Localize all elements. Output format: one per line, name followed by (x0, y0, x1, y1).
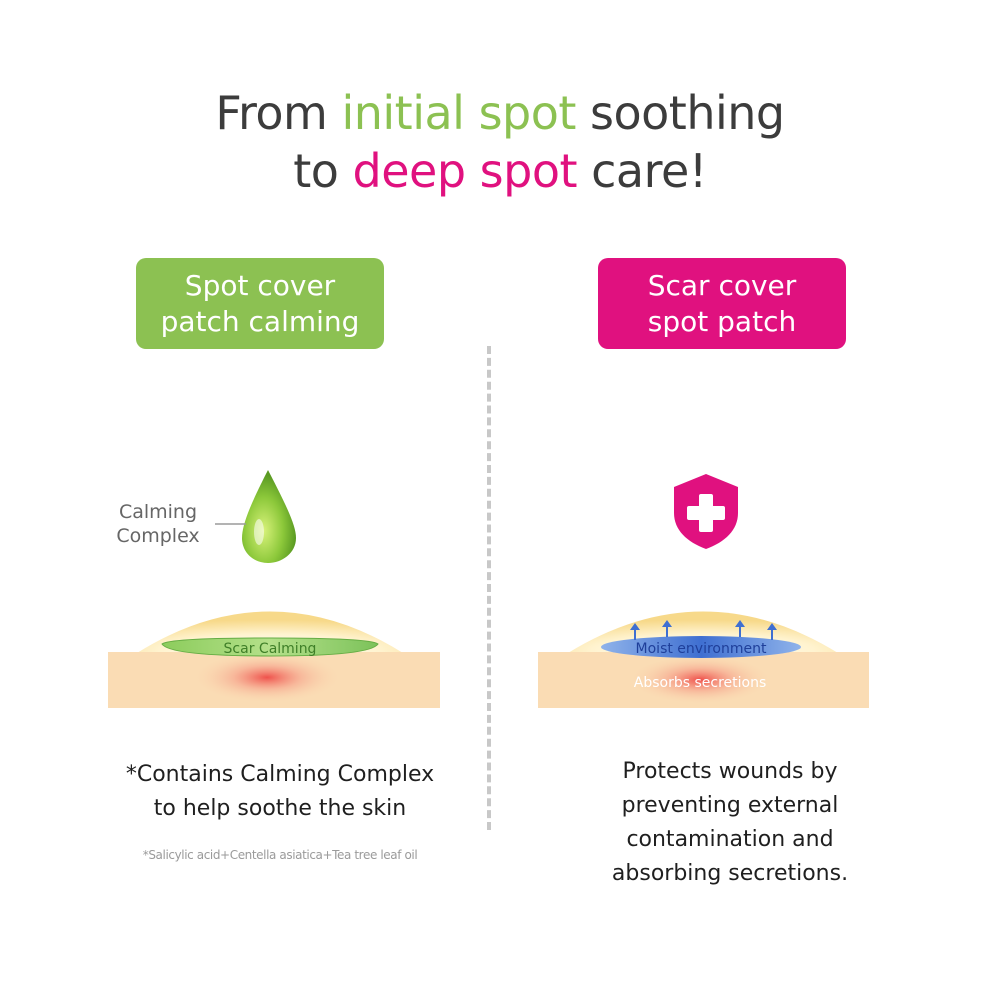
scar-cover-tag: Scar cover spot patch (598, 258, 846, 349)
upward-arrows-icon (630, 620, 777, 640)
description-line: absorbing secretions. (611, 861, 849, 886)
scar-patch-diagram: Moist environment Absorbs secretions (538, 611, 869, 708)
absorbs-secretions-label: Absorbs secretions (634, 675, 767, 691)
headline-text: to (293, 144, 353, 198)
description-line: *Contains Calming Complex (125, 762, 435, 787)
moist-layer (601, 636, 801, 658)
right-description: Protects wounds by preventing external c… (540, 755, 920, 891)
callout-line-2: Complex (116, 525, 200, 547)
left-description: *Contains Calming Complex to help soothe… (60, 758, 500, 826)
redness-spot (628, 657, 772, 707)
scar-calming-label: Scar Calming (224, 641, 317, 657)
callout-line-1: Calming (118, 501, 198, 523)
spot-patch-diagram: Scar Calming (108, 611, 440, 708)
tag-line: spot patch (647, 304, 797, 338)
description-line: Protects wounds by (622, 759, 838, 784)
shield-plus-icon (674, 474, 738, 549)
description-line: preventing external (621, 793, 839, 818)
calming-complex-callout: Calming Complex (108, 500, 208, 548)
redness-spot (192, 654, 342, 706)
ingredients-footnote: *Salicylic acid+Centella asiatica+Tea tr… (142, 848, 418, 862)
panel-divider (487, 346, 491, 830)
headline-line-2: to deep spot care! (0, 142, 1000, 200)
spot-cover-tag: Spot cover patch calming (136, 258, 384, 349)
tag-line: Scar cover (647, 268, 797, 302)
headline-line-1: From initial spot soothing (0, 84, 1000, 142)
calming-layer (161, 637, 379, 657)
headline-accent-green: initial spot (341, 86, 576, 140)
headline-accent-pink: deep spot (352, 144, 578, 198)
headline-text: From (215, 86, 342, 140)
tag-line: patch calming (160, 304, 360, 338)
description-line: to help soothe the skin (153, 796, 407, 821)
tag-line: Spot cover (184, 268, 336, 302)
headline-text: care! (577, 144, 707, 198)
moist-environment-label: Moist environment (636, 641, 767, 657)
headline-text: soothing (575, 86, 785, 140)
description-line: contamination and (626, 827, 834, 852)
drop-icon (242, 470, 296, 563)
